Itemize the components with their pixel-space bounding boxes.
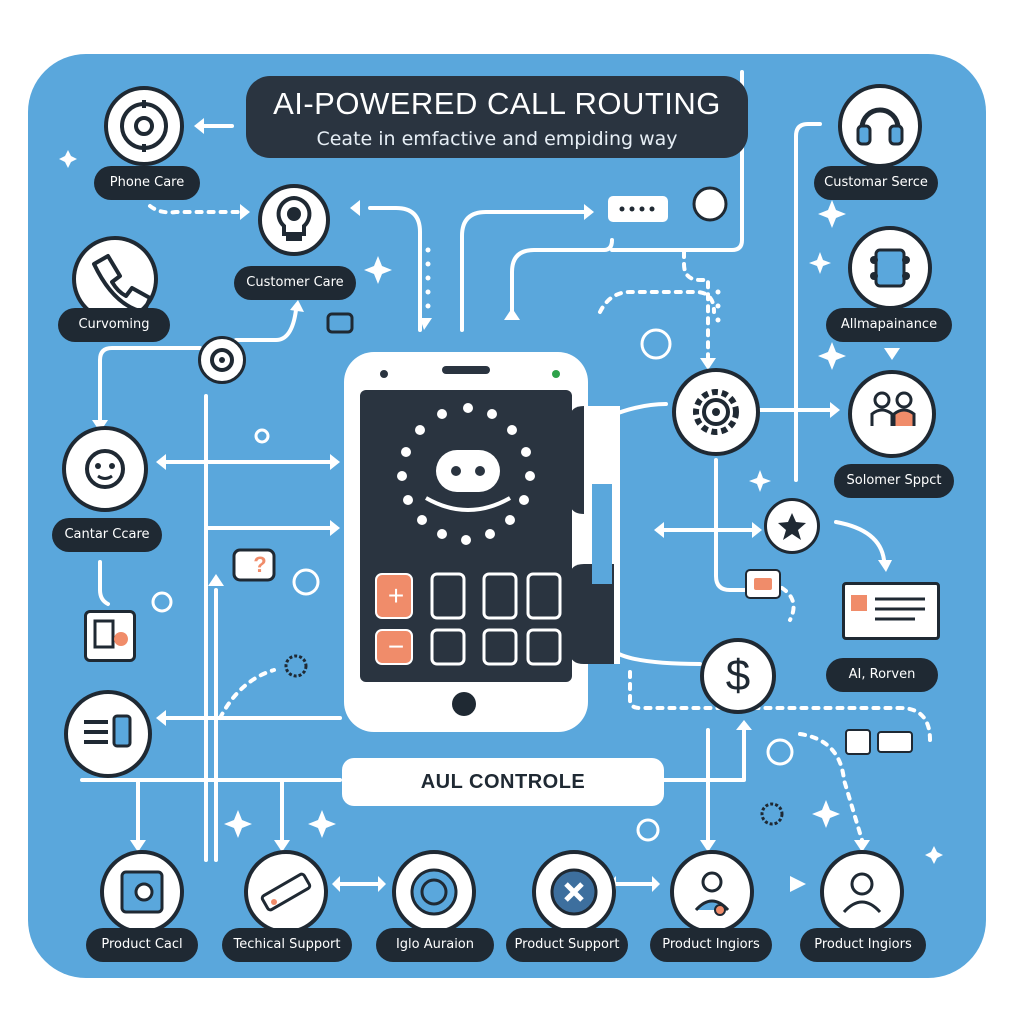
lightbulb-brain-icon <box>276 195 312 241</box>
dollar-icon: $ <box>725 651 751 700</box>
arrow-to-customer-care <box>234 308 298 342</box>
iglo-auraion-node[interactable] <box>392 850 476 934</box>
dashed-left-curve <box>218 668 276 720</box>
solomer-sppct-node[interactable] <box>848 370 936 458</box>
dashed-right-down <box>798 732 864 842</box>
dashed-star-down <box>780 586 796 622</box>
dashed-top-center <box>598 290 716 314</box>
headset-icon <box>856 107 904 146</box>
curvoming-label: Curvoming <box>58 308 170 342</box>
title-banner: AI-POWERED CALL ROUTING Ceate in emfacti… <box>246 76 748 158</box>
product-ingiors-label-1: Product Ingiors <box>650 928 772 962</box>
document-node[interactable] <box>84 610 136 662</box>
document-icon <box>93 619 128 649</box>
handset-graphic <box>570 406 620 664</box>
line-top-right <box>610 70 744 252</box>
monitor-icon <box>851 595 925 621</box>
ai-rorven-label: AI, Rorven <box>826 658 938 692</box>
line-gear-down <box>714 458 750 592</box>
arrow-customer-care <box>148 204 242 215</box>
target-icon <box>210 348 234 372</box>
ai-rorven-node[interactable] <box>842 582 940 640</box>
tools-icon <box>550 868 598 916</box>
customer-care-top-node[interactable] <box>258 184 330 256</box>
people-icon <box>870 391 916 426</box>
phone-care-node[interactable] <box>104 86 184 166</box>
arrow-left-loop <box>98 346 202 422</box>
arrow-star-right <box>834 520 886 562</box>
plus-key-label[interactable]: + <box>387 580 405 611</box>
iglo-auraion-label: Iglo Auraion <box>376 928 494 962</box>
product-support-node[interactable] <box>532 850 616 934</box>
phone-speaker <box>442 366 490 374</box>
list-node[interactable] <box>64 690 152 778</box>
product-cacl-node[interactable] <box>100 850 184 934</box>
line-cantar-down <box>98 560 110 606</box>
face-icon <box>85 449 125 489</box>
plus-key <box>375 573 413 619</box>
technical-support-node[interactable] <box>244 850 328 934</box>
product-cacl-label: Product Cacl <box>86 928 198 962</box>
cantar-ccare-label: Cantar Ccare <box>52 518 162 552</box>
ticket-icon <box>260 872 312 912</box>
cantar-ccare-node[interactable] <box>62 426 148 512</box>
dollar-node[interactable]: $ <box>700 638 776 714</box>
minus-key-label[interactable]: − <box>387 631 405 662</box>
user-icon <box>842 872 882 914</box>
globe-icon <box>410 868 458 916</box>
allmapainance-node[interactable] <box>848 226 932 310</box>
question-icon: ? <box>253 552 267 577</box>
line-right-vertical <box>794 122 822 482</box>
arrow-chat <box>510 238 614 314</box>
technical-support-label: Techical Support <box>222 928 352 962</box>
dashed-right-loop <box>628 670 932 742</box>
customer-serce-node[interactable] <box>838 84 922 168</box>
product-ingiors-node-2[interactable] <box>820 850 904 934</box>
product-card-icon <box>120 870 164 914</box>
bot-face-icon <box>436 450 500 492</box>
arrow-center-top <box>460 210 586 332</box>
solomer-sppct-label: Solomer Sppct <box>834 464 954 498</box>
minus-key <box>375 629 413 665</box>
curvoming-node[interactable] <box>72 236 158 322</box>
gear-node[interactable] <box>672 368 760 456</box>
star-node[interactable] <box>764 498 820 554</box>
customer-care-top-label: Customer Care <box>234 266 356 300</box>
star-icon <box>778 513 806 540</box>
agent-icon <box>694 871 730 916</box>
arrow-control-right <box>634 726 746 782</box>
phone-screen-graphics <box>375 370 562 666</box>
puzzle-icon <box>870 248 910 288</box>
list-icon <box>84 714 132 748</box>
page-subtitle: Ceate in emfactive and empiding way <box>316 128 678 150</box>
control-bar[interactable]: AUL CONTROLE <box>342 758 664 806</box>
product-support-label: Product Support <box>506 928 628 962</box>
connector-node[interactable] <box>198 336 246 384</box>
customer-serce-label: Customar Serce <box>814 166 938 200</box>
home-button[interactable] <box>452 692 476 716</box>
allmapainance-label: Allmapainance <box>826 308 952 342</box>
product-ingiors-label-2: Product Ingiors <box>800 928 926 962</box>
page-title: AI-POWERED CALL ROUTING <box>273 86 721 121</box>
product-ingiors-node-1[interactable] <box>670 850 754 934</box>
gear-icon <box>693 389 739 435</box>
dial-icon <box>120 100 168 152</box>
arrow-down-gear <box>682 250 710 362</box>
handset-icon <box>92 254 152 314</box>
arrow-center-left-top <box>368 206 422 332</box>
phone-care-label: Phone Care <box>94 166 200 200</box>
